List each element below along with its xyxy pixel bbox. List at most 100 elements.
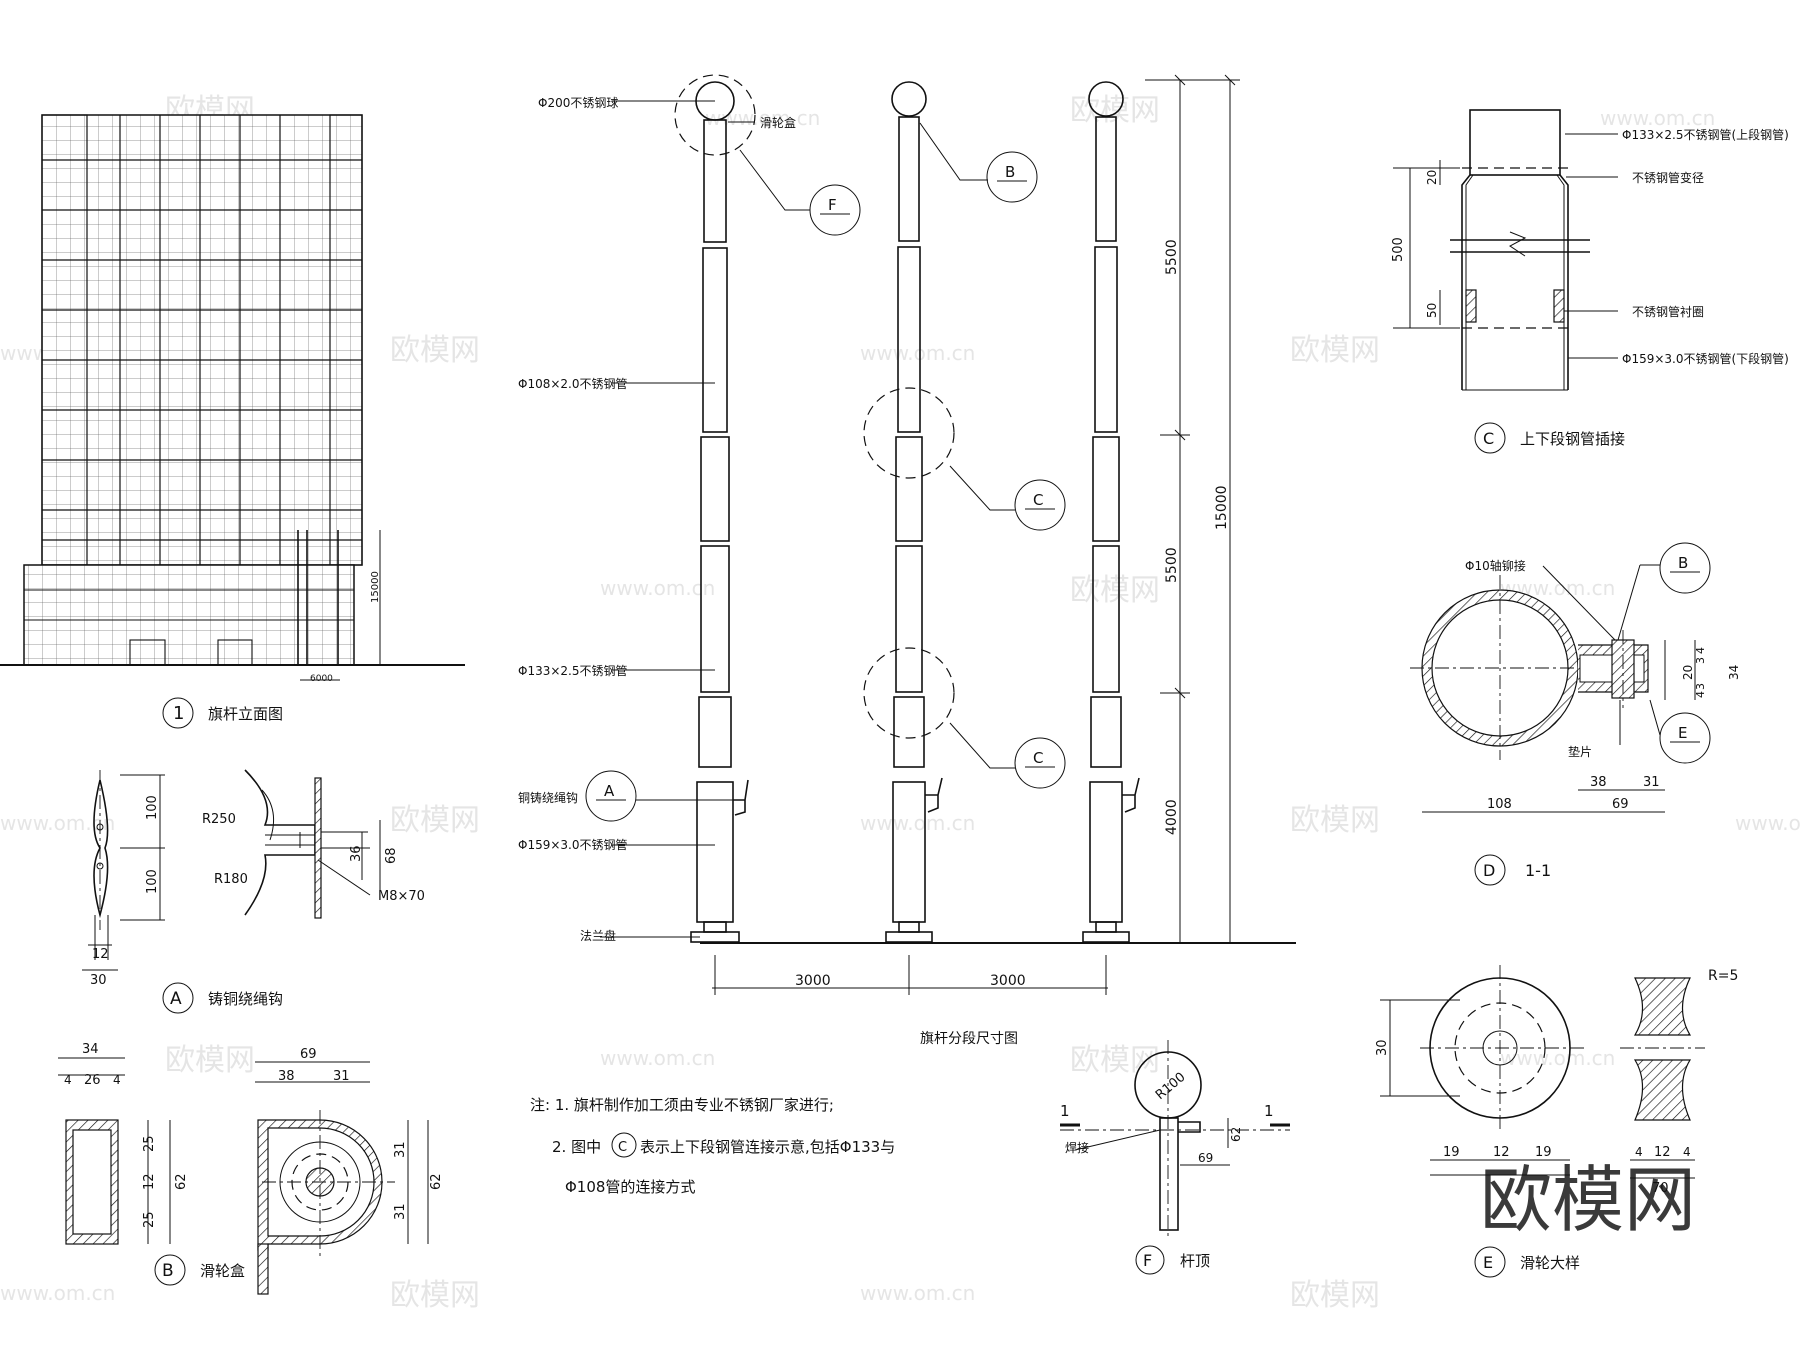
svg-text:R=5: R=5	[1708, 968, 1738, 984]
svg-text:20: 20	[1425, 170, 1439, 185]
svg-text:4: 4	[64, 1073, 72, 1087]
svg-text:欧模网: 欧模网	[390, 803, 480, 838]
svg-text:滑轮大样: 滑轮大样	[1520, 1254, 1580, 1272]
svg-text:1: 1	[1264, 1102, 1274, 1120]
svg-text:E: E	[1483, 1253, 1493, 1272]
flagpole-segment-drawing: Φ200不锈钢球 滑轮盒 Φ108×2.0不锈钢管 Φ133×2.5不锈钢管 铜…	[518, 74, 1296, 1047]
svg-text:杆顶: 杆顶	[1180, 1252, 1210, 1270]
svg-text:F: F	[828, 196, 837, 214]
svg-text:4: 4	[1635, 1145, 1643, 1159]
svg-text:Φ10轴铆接: Φ10轴铆接	[1465, 558, 1526, 573]
flagpole-2	[863, 81, 955, 943]
svg-text:Φ133×2.5不锈钢管(上段钢管): Φ133×2.5不锈钢管(上段钢管)	[1622, 127, 1789, 142]
notes: 注: 1. 旗杆制作加工须由专业不锈钢厂家进行; 2. 图中 C 表示上下段钢管…	[530, 1096, 895, 1196]
svg-text:F: F	[1143, 1251, 1152, 1270]
svg-text:欧模网: 欧模网	[1070, 93, 1160, 128]
svg-text:70: 70	[1652, 1181, 1669, 1196]
svg-text:50: 50	[1425, 303, 1439, 318]
svg-text:B: B	[162, 1261, 174, 1281]
svg-text:Φ133×2.5不锈钢管: Φ133×2.5不锈钢管	[518, 663, 628, 678]
svg-text:12: 12	[92, 947, 109, 962]
svg-text:Φ159×3.0不锈钢管: Φ159×3.0不锈钢管	[518, 837, 628, 852]
svg-text:C: C	[1033, 491, 1043, 509]
svg-text:铜铸绕绳钩: 铜铸绕绳钩	[518, 790, 578, 805]
svg-text:C: C	[1033, 749, 1043, 767]
svg-text:69: 69	[1198, 1151, 1213, 1165]
svg-text:注: 1. 旗杆制作加工须由专业不锈钢厂家进行;: 注: 1. 旗杆制作加工须由专业不锈钢厂家进行;	[530, 1096, 834, 1114]
svg-text:欧模网: 欧模网	[1290, 1278, 1380, 1313]
svg-text:31: 31	[393, 1141, 408, 1158]
svg-text:2. 图中: 2. 图中	[552, 1138, 601, 1156]
svg-text:1: 1	[173, 703, 184, 724]
svg-text:上下段钢管插接: 上下段钢管插接	[1520, 430, 1625, 448]
svg-text:Φ108×2.0不锈钢管: Φ108×2.0不锈钢管	[518, 376, 628, 391]
svg-text:19: 19	[1443, 1145, 1460, 1160]
svg-text:D: D	[1483, 861, 1495, 880]
svg-text:铸铜绕绳钩: 铸铜绕绳钩	[208, 990, 283, 1008]
svg-text:69: 69	[1612, 797, 1629, 812]
svg-text:R250: R250	[202, 812, 236, 827]
svg-text:欧模网: 欧模网	[390, 1278, 480, 1313]
svg-text:62: 62	[1229, 1127, 1243, 1142]
svg-text:C: C	[1483, 429, 1494, 448]
svg-text:3: 3	[1694, 657, 1707, 664]
svg-text:Φ200不锈钢球: Φ200不锈钢球	[538, 96, 618, 110]
svg-text:旗杆立面图: 旗杆立面图	[208, 705, 283, 723]
svg-text:表示上下段钢管连接示意,包括Φ133与: 表示上下段钢管连接示意,包括Φ133与	[640, 1138, 895, 1156]
svg-text:36: 36	[349, 845, 364, 862]
detail-c-tube-splice: 500 20 50 Φ133×2.5不锈钢管(上段钢管) 不锈钢管变径 不锈钢管…	[1391, 109, 1789, 454]
svg-text:4: 4	[1683, 1145, 1691, 1159]
svg-text:R180: R180	[214, 872, 248, 887]
svg-text:垫片: 垫片	[1568, 744, 1592, 759]
svg-text:www.om.cn: www.om.cn	[860, 341, 975, 365]
svg-text:E: E	[1678, 724, 1687, 742]
svg-text:38: 38	[278, 1069, 295, 1084]
svg-text:4: 4	[1694, 691, 1707, 698]
svg-text:B: B	[1005, 163, 1015, 181]
svg-text:3000: 3000	[795, 973, 831, 989]
svg-text:100: 100	[145, 795, 160, 820]
svg-text:www.om.cn: www.om.cn	[600, 576, 715, 600]
svg-text:62: 62	[429, 1173, 444, 1190]
svg-text:30: 30	[1375, 1039, 1390, 1056]
svg-text:19: 19	[1535, 1145, 1552, 1160]
svg-text:20: 20	[1681, 665, 1695, 680]
svg-text:6000: 6000	[310, 674, 333, 684]
svg-text:www.om.cn: www.om.cn	[0, 1281, 115, 1305]
svg-text:4: 4	[1694, 647, 1707, 654]
svg-text:34: 34	[82, 1042, 99, 1057]
svg-text:25: 25	[142, 1211, 157, 1228]
svg-text:31: 31	[333, 1069, 350, 1084]
svg-text:38: 38	[1590, 775, 1607, 790]
svg-text:www.om.cn: www.om.cn	[600, 1046, 715, 1070]
svg-text:4: 4	[113, 1073, 121, 1087]
detail-e-pulley: 30 R=5 19 12 19 4 12 4 70 E 滑轮大样	[1375, 965, 1738, 1278]
svg-text:500: 500	[1391, 237, 1406, 262]
svg-text:M8×70: M8×70	[378, 889, 425, 904]
svg-text:4000: 4000	[1164, 799, 1180, 835]
detail-d-section: B E Φ10轴铆接 垫片 4 3 20 3 4 34 38 31 108 69…	[1410, 542, 1741, 886]
flagpole-1	[674, 74, 756, 943]
svg-text:A: A	[604, 782, 615, 800]
svg-text:欧模网: 欧模网	[390, 333, 480, 368]
flagpole-3	[1082, 81, 1140, 943]
svg-text:www.om.cn: www.om.cn	[0, 811, 115, 835]
svg-text:欧模网: 欧模网	[165, 1043, 255, 1078]
watermarks: 欧模网 欧模网 欧模网 欧模网 欧模网 欧模网 欧模网 欧模网 欧模网 欧模网 …	[0, 93, 1800, 1313]
svg-text:12: 12	[1493, 1145, 1510, 1160]
svg-text:法兰盘: 法兰盘	[580, 928, 616, 943]
svg-text:34: 34	[1727, 665, 1741, 680]
svg-text:31: 31	[393, 1203, 408, 1220]
svg-text:1-1: 1-1	[1525, 861, 1551, 880]
svg-text:滑轮盒: 滑轮盒	[200, 1262, 245, 1280]
svg-text:5500: 5500	[1164, 239, 1180, 275]
svg-text:12: 12	[1654, 1145, 1671, 1160]
svg-text:1: 1	[1060, 1102, 1070, 1120]
svg-text:欧模网: 欧模网	[1290, 803, 1380, 838]
svg-text:不锈钢管衬圈: 不锈钢管衬圈	[1632, 304, 1704, 319]
svg-text:30: 30	[90, 973, 107, 988]
svg-text:3000: 3000	[990, 973, 1026, 989]
svg-text:www.om.cn: www.om.cn	[1735, 811, 1800, 835]
svg-text:3: 3	[1694, 683, 1707, 690]
svg-text:108: 108	[1487, 797, 1512, 812]
